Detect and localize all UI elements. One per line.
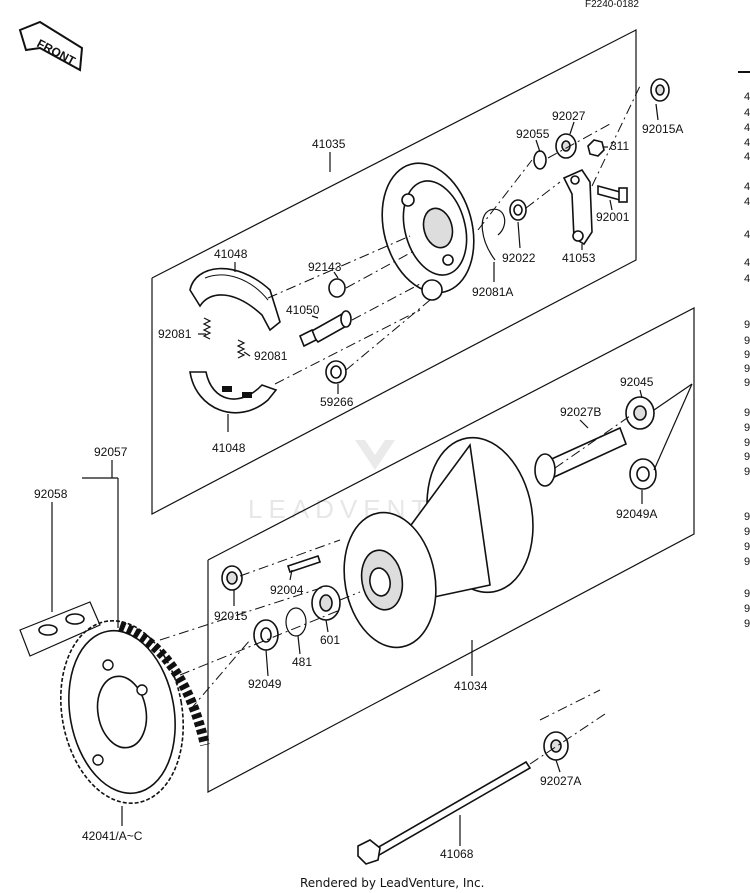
svg-text:4: 4 (744, 151, 750, 163)
label-92027B: 92027B (560, 405, 601, 419)
cam-shaft-part (298, 310, 352, 348)
svg-text:9: 9 (744, 363, 750, 375)
spring-right (236, 339, 246, 359)
label-92004: 92004 (270, 583, 304, 597)
label-41048-top: 41048 (214, 247, 248, 261)
label-92143: 92143 (308, 260, 342, 274)
brake-panel-part (381, 162, 475, 301)
label-92055: 92055 (516, 127, 550, 141)
spring-left (202, 317, 212, 340)
svg-text:9: 9 (744, 349, 750, 361)
bolt-92001-part (597, 184, 628, 203)
label-92045: 92045 (620, 375, 654, 389)
label-92022: 92022 (502, 251, 536, 265)
label-92081A: 92081A (472, 285, 513, 299)
svg-text:4: 4 (744, 273, 750, 285)
label-42041: 42041/A~C (82, 829, 143, 843)
circlip-481-part (285, 607, 307, 637)
svg-text:4: 4 (744, 229, 750, 241)
seal-59266-part (325, 360, 347, 384)
collar-92027-part (555, 133, 577, 159)
svg-text:4: 4 (744, 122, 750, 134)
svg-text:4: 4 (744, 137, 750, 149)
svg-text:9: 9 (744, 422, 750, 434)
svg-text:9: 9 (744, 556, 750, 568)
svg-text:9: 9 (744, 511, 750, 523)
seal-92049-part (253, 619, 279, 651)
label-92057: 92057 (94, 445, 128, 459)
collar-92027A-part (543, 731, 569, 761)
svg-text:4: 4 (744, 181, 750, 193)
label-92027A: 92027A (540, 774, 581, 788)
collar-92027B-part (534, 426, 628, 487)
label-311: 311 (610, 139, 629, 153)
assembly-lines (159, 85, 641, 765)
oring-92055-part (533, 150, 547, 170)
brake-shoe-bottom (189, 371, 278, 414)
brake-lever-part (562, 168, 593, 246)
svg-text:9: 9 (744, 407, 750, 419)
svg-text:9: 9 (744, 588, 750, 600)
label-92015A: 92015A (642, 122, 683, 136)
svg-text:4: 4 (744, 107, 750, 119)
diagram-code: F2240-0182 (585, 0, 639, 10)
cropped-parts-list: 4 4 4 4 4 4 4 4 4 4 9 9 9 9 9 9 9 9 9 9 9 9 9 9 9 9 9 (738, 71, 750, 630)
label-92081-left: 92081 (158, 327, 192, 341)
footer-credit: Rendered by LeadVenture, Inc. (300, 876, 484, 890)
nut-311-part (587, 139, 605, 157)
svg-text:9: 9 (744, 319, 750, 331)
sprocket-part (59, 620, 185, 804)
hub-panel-frame (207, 307, 695, 793)
svg-text:9: 9 (744, 603, 750, 615)
label-92049A: 92049A (616, 507, 657, 521)
svg-text:9: 9 (744, 526, 750, 538)
hub-drum-part (343, 436, 534, 649)
label-92015: 92015 (214, 609, 248, 623)
drive-chain-part (118, 621, 210, 747)
label-41050: 41050 (286, 303, 320, 317)
label-92058: 92058 (34, 487, 68, 501)
svg-text:9: 9 (744, 541, 750, 553)
svg-text:9: 9 (744, 335, 750, 347)
nut-92015A-part (650, 78, 670, 102)
bearing-92045-part (625, 396, 655, 430)
svg-text:9: 9 (744, 466, 750, 478)
seal-92049A-part (629, 458, 657, 490)
svg-text:9: 9 (744, 618, 750, 630)
svg-text:9: 9 (744, 437, 750, 449)
axle-41068-part (357, 760, 532, 865)
label-41034: 41034 (454, 679, 488, 693)
bearing-601-part (311, 585, 341, 621)
master-link-part (19, 601, 101, 657)
label-92081-right: 92081 (254, 349, 288, 363)
label-41035: 41035 (312, 137, 346, 151)
brake-shoe-top (189, 267, 281, 332)
label-601: 601 (320, 633, 340, 647)
seal-92143-part (328, 278, 346, 298)
label-41068: 41068 (440, 847, 474, 861)
svg-text:4: 4 (744, 91, 750, 103)
label-41053: 41053 (562, 251, 596, 265)
front-arrow-icon: FRONT (18, 20, 84, 72)
svg-text:4: 4 (744, 196, 750, 208)
label-92027: 92027 (552, 109, 586, 123)
svg-text:9: 9 (744, 377, 750, 389)
part-labels: 41035 92027 92055 311 92015A 92001 92022… (34, 109, 683, 861)
leader-lines (51, 103, 693, 846)
label-481: 481 (292, 655, 312, 669)
washer-92022-part (509, 199, 527, 221)
label-92049: 92049 (248, 677, 282, 691)
nut-92015-part (221, 565, 243, 591)
svg-text:9: 9 (744, 451, 750, 463)
stud-92004-part (286, 554, 322, 574)
label-59266: 59266 (320, 395, 354, 409)
spring-92081A-part (481, 208, 506, 261)
brake-panel-frame (151, 29, 637, 515)
svg-text:4: 4 (744, 257, 750, 269)
label-92001: 92001 (596, 210, 630, 224)
label-41048-bottom: 41048 (212, 441, 246, 455)
